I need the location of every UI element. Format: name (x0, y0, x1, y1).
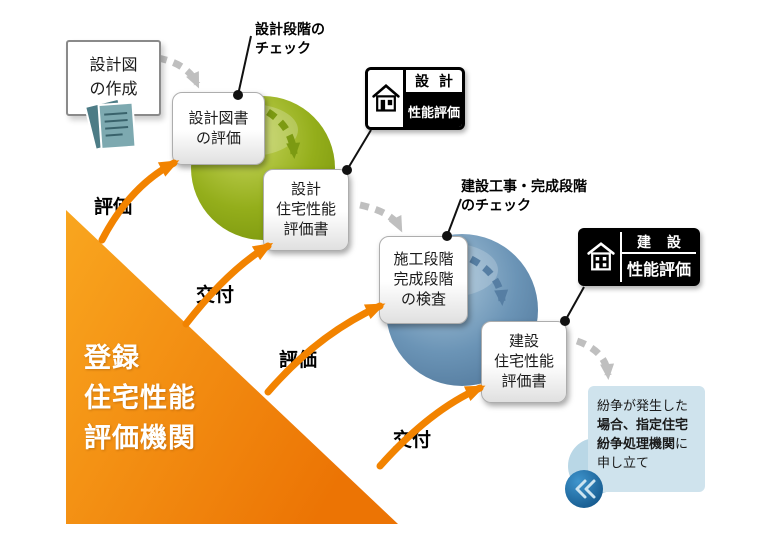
building-icon (582, 232, 622, 282)
design-badge-type: 設 計 (406, 70, 462, 95)
flow-label-evaluation-1: 評価 (94, 197, 133, 218)
dashed-arrow-design-report-to-inspection (359, 201, 404, 233)
dashed-arrow-drawing-to-eval (157, 54, 201, 89)
house-icon (368, 70, 406, 127)
construction-stage-check-note: 建設工事・完成段階 のチェック (461, 178, 587, 213)
design-badge-text: 設 計 性能評価 (406, 70, 462, 127)
connector-construction-check (446, 198, 462, 237)
dispute-note-bold: 場合、指定住宅紛争処理機関 (597, 417, 689, 451)
flow-label-issuance-2: 交付 (393, 430, 432, 451)
dashed-arrow-report-to-dispute (575, 337, 615, 380)
connector-construction-badge (564, 286, 585, 322)
dispute-note-box: 紛争が発生した場合、指定住宅紛争処理機関に申し立て (588, 386, 705, 492)
design-performance-evaluation-badge: 設 計 性能評価 (365, 67, 465, 130)
construction-performance-evaluation-badge: 建 設 性能評価 (578, 228, 700, 286)
dashed-arrow-eval-to-design-report (266, 109, 301, 159)
dispute-note-post: に申し立て (597, 436, 689, 470)
registered-org-label: 登録 住宅性能 評価機関 (84, 343, 196, 453)
connector-design-badge (346, 129, 372, 171)
construction-badge-label: 性能評価 (626, 262, 691, 279)
construction-performance-report-box: 建設 住宅性能 評価書 (481, 321, 567, 403)
construction-inspection-box: 施工段階 完成段階 の検査 (379, 236, 468, 324)
dashed-arrow-inspection-to-construction-report (469, 255, 509, 306)
dispute-note-pre: 紛争が発生した (597, 398, 689, 413)
design-doc-evaluation-box: 設計図書 の評価 (172, 92, 265, 165)
design-badge-label: 性能評価 (406, 95, 462, 127)
construction-badge-type: 建 設 (622, 232, 696, 254)
construction-badge-text: 建 設 性能評価 (622, 232, 696, 282)
flow-label-evaluation-2: 評価 (279, 350, 318, 371)
flow-label-issuance-1: 交付 (196, 285, 235, 306)
connector-design-check (237, 35, 252, 96)
design-performance-report-box: 設計 住宅性能 評価書 (263, 169, 349, 251)
blueprint-papers-icon (78, 96, 144, 152)
design-stage-check-note: 設計段階の チェック (255, 21, 325, 56)
